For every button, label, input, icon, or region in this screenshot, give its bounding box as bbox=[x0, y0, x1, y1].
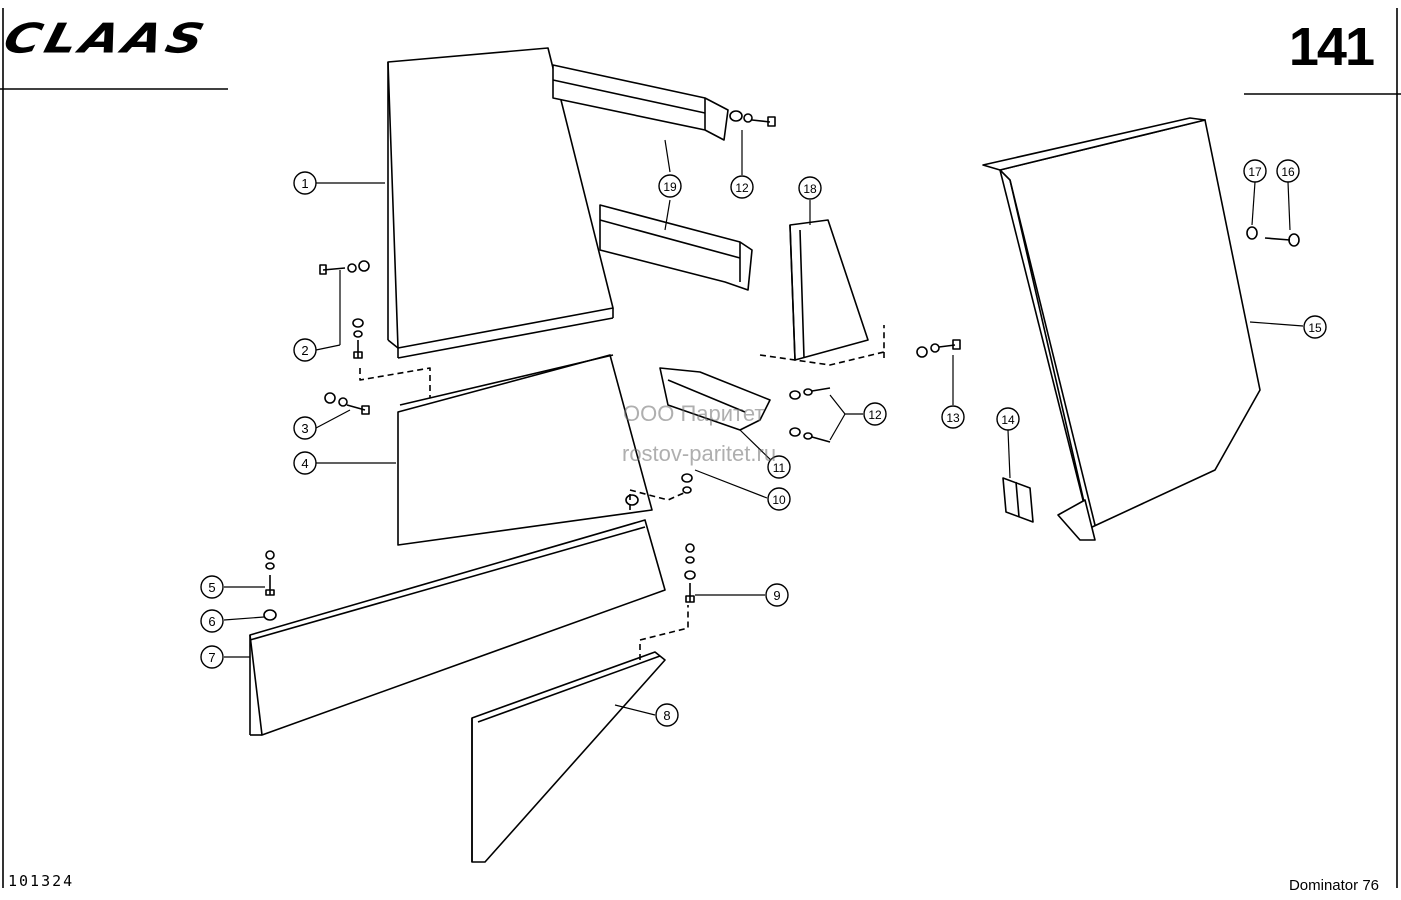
callout-7: 7 bbox=[200, 645, 224, 669]
cover-part-15 bbox=[982, 117, 1261, 541]
svg-text:10: 10 bbox=[772, 493, 786, 507]
svg-text:3: 3 bbox=[301, 421, 308, 436]
callout-8: 8 bbox=[655, 703, 679, 727]
callout-14: 14 bbox=[996, 407, 1020, 431]
triangle-plate-part-8 bbox=[471, 651, 666, 863]
callout-19: 19 bbox=[658, 174, 682, 198]
channel-part-11 bbox=[659, 367, 771, 431]
svg-text:12: 12 bbox=[868, 408, 882, 422]
callout-2: 2 bbox=[293, 338, 317, 362]
assembly-lines bbox=[359, 325, 885, 660]
svg-text:7: 7 bbox=[208, 650, 215, 665]
svg-text:4: 4 bbox=[301, 456, 308, 471]
page-number: 141 bbox=[1288, 17, 1375, 77]
callout-15: 15 bbox=[1303, 315, 1327, 339]
svg-text:5: 5 bbox=[208, 580, 215, 595]
callout-16: 16 bbox=[1276, 159, 1300, 183]
reference-number: 101324 bbox=[8, 872, 75, 890]
callout-4: 4 bbox=[293, 451, 317, 475]
callout-3: 3 bbox=[293, 416, 317, 440]
callout-10: 10 bbox=[767, 487, 791, 511]
svg-text:19: 19 bbox=[663, 180, 677, 194]
svg-text:6: 6 bbox=[208, 614, 215, 629]
side-plate-part-1 bbox=[387, 47, 614, 359]
callout-1: 1 bbox=[293, 171, 317, 195]
svg-text:9: 9 bbox=[773, 588, 780, 603]
callout-13: 13 bbox=[941, 405, 965, 429]
callout-markers: 1 19 12 2 3 4 18 12 13 11 10 14 15 17 16… bbox=[200, 159, 1327, 727]
callout-6: 6 bbox=[200, 609, 224, 633]
frame-lines bbox=[0, 8, 1401, 888]
svg-text:15: 15 bbox=[1308, 321, 1322, 335]
bracket-part-18 bbox=[789, 219, 869, 361]
hinge-part-14 bbox=[1002, 477, 1034, 523]
callout-11: 11 bbox=[767, 455, 791, 479]
svg-text:1: 1 bbox=[301, 176, 308, 191]
callout-9: 9 bbox=[765, 583, 789, 607]
svg-text:13: 13 bbox=[946, 411, 960, 425]
svg-text:11: 11 bbox=[773, 461, 786, 475]
leader-lines bbox=[223, 130, 1304, 716]
lower-plate-part-7 bbox=[249, 519, 666, 736]
callout-12-middle: 12 bbox=[863, 402, 887, 426]
svg-text:16: 16 bbox=[1281, 165, 1295, 179]
callout-5: 5 bbox=[200, 575, 224, 599]
model-name: Dominator 76 bbox=[1288, 877, 1379, 894]
beams-part-19 bbox=[552, 64, 753, 291]
svg-text:2: 2 bbox=[301, 343, 308, 358]
callout-18: 18 bbox=[798, 176, 822, 200]
svg-text:14: 14 bbox=[1001, 413, 1015, 427]
watermark-website: rostov-paritet.ru bbox=[622, 441, 777, 466]
callout-17: 17 bbox=[1243, 159, 1267, 183]
watermark-company: ООО Паритет bbox=[623, 401, 765, 426]
callout-12-top: 12 bbox=[730, 175, 754, 199]
fasteners bbox=[263, 110, 1300, 621]
svg-text:8: 8 bbox=[663, 708, 670, 723]
svg-text:12: 12 bbox=[735, 181, 749, 195]
middle-plate-part-4 bbox=[397, 354, 653, 546]
svg-text:18: 18 bbox=[803, 182, 817, 196]
svg-text:17: 17 bbox=[1248, 165, 1262, 179]
